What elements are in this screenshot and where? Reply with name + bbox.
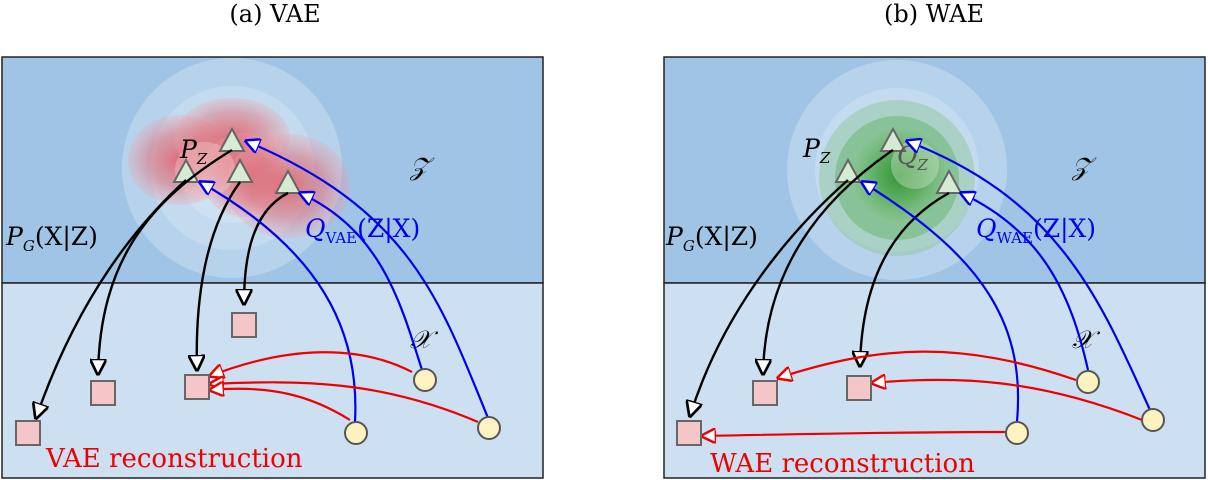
- data-point: [1005, 421, 1029, 445]
- reconstruction-arrow: [872, 380, 1143, 422]
- reconstruction-arrows: [702, 350, 1143, 436]
- decoder-label: PG(X|Z): [665, 222, 758, 255]
- decoder-arrows: [690, 149, 950, 416]
- latent-points: [834, 126, 963, 194]
- encoder-arrow: [862, 182, 1020, 423]
- reconstruction-arrow: [210, 382, 479, 424]
- encoder-label: QVAE(Z|X): [305, 214, 420, 247]
- reconstruction-point: [676, 420, 702, 446]
- decoder-label: PG(X|Z): [5, 222, 98, 255]
- reconstruction-arrow: [210, 389, 351, 421]
- panel-title: (a) VAE: [229, 0, 320, 28]
- reconstruction-points: [676, 375, 872, 446]
- reconstruction-points: [15, 312, 257, 446]
- decoder-arrow: [690, 179, 849, 416]
- panel-title: (b) WAE: [884, 0, 984, 28]
- reconstruction-arrow: [210, 351, 413, 376]
- data-point: [1076, 370, 1100, 394]
- reconstruction-arrows: [210, 351, 479, 424]
- data-points: [344, 368, 501, 445]
- latent-point: [834, 157, 862, 183]
- reconstruction-point: [846, 375, 872, 401]
- prior-label: PZ: [179, 135, 208, 168]
- decoder-arrow: [763, 149, 894, 374]
- reconstruction-point: [752, 380, 778, 406]
- reconstruction-point: [231, 312, 257, 338]
- data-point: [1141, 408, 1165, 432]
- decoder-arrow: [98, 148, 233, 374]
- decoder-arrow: [860, 191, 950, 366]
- prior-label: PZ: [802, 134, 831, 167]
- reconstruction-arrow: [702, 432, 1007, 436]
- reconstruction-point: [15, 420, 41, 446]
- reconstruction-point: [184, 374, 210, 400]
- encoder-arrows: [862, 141, 1152, 423]
- data-point: [413, 368, 437, 392]
- reconstruction-arrow: [778, 350, 1077, 380]
- encoder-arrow: [300, 193, 424, 371]
- reconstruction-label: VAE reconstruction: [45, 444, 303, 474]
- reconstruction-point: [90, 380, 116, 406]
- decoder-arrow: [197, 181, 241, 370]
- reconstruction-label: WAE reconstruction: [710, 449, 975, 479]
- encoder-arrow: [961, 193, 1090, 371]
- wae-posterior-blobs: [819, 100, 975, 256]
- encoder-label: QWAE(Z|X): [976, 214, 1096, 247]
- panel-vae: (a) VAE PZ 𝒵 𝒳 PG(X|Z) QVAE(Z: [1, 0, 544, 479]
- decoder-arrow: [244, 191, 289, 304]
- decoder-arrows: [36, 148, 289, 418]
- data-point: [477, 416, 501, 440]
- encoder-arrow: [246, 141, 490, 419]
- panel-wae: (b) WAE PZ QZ 𝒵 𝒳 PG(X|Z) QWAE(Z|X): [663, 0, 1206, 479]
- encoder-arrow: [907, 141, 1152, 411]
- data-points: [1005, 370, 1165, 445]
- data-point: [344, 421, 368, 445]
